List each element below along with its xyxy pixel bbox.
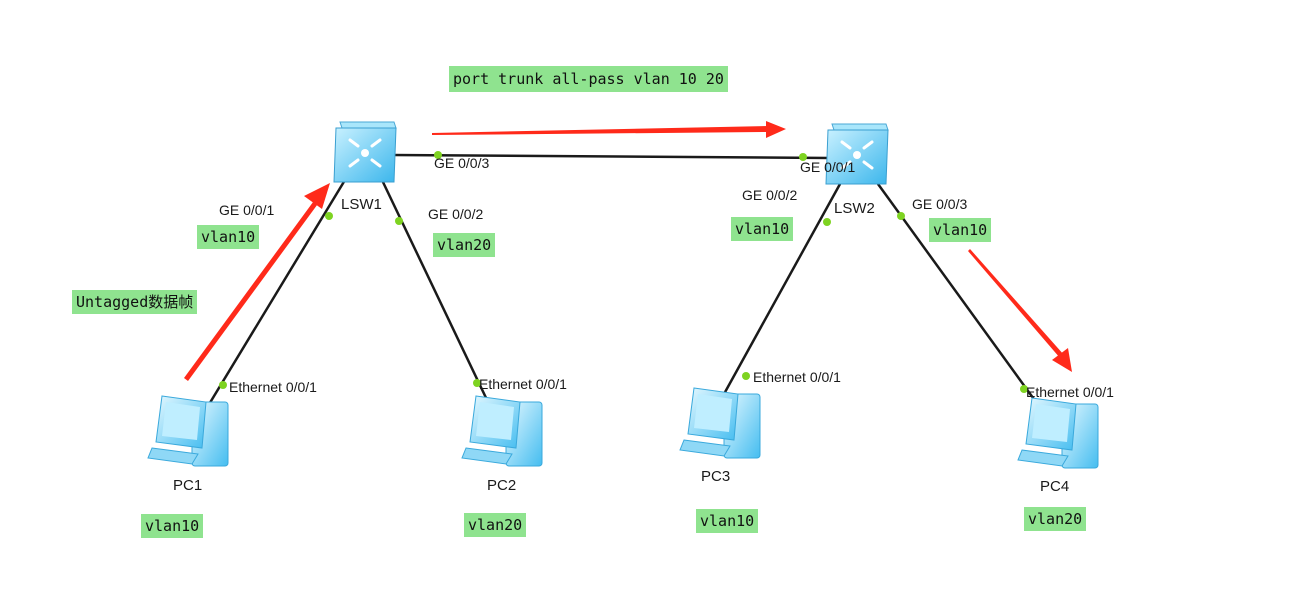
link-sw1-sw2 — [391, 153, 831, 160]
arrow-sw2-to-pc4 — [968, 249, 1072, 372]
switch-name-lsw2: LSW2 — [834, 200, 875, 217]
vlan-tag-pc1: vlan10 — [141, 514, 204, 538]
port-label-pc3: Ethernet 0/0/1 — [753, 369, 841, 385]
pc-name-pc3: PC3 — [701, 468, 731, 485]
switch-name-lsw1: LSW1 — [341, 196, 382, 213]
port-dot-sw1-g1 — [325, 212, 333, 220]
pc-icon[interactable] — [461, 395, 543, 467]
port-label-pc2: Ethernet 0/0/1 — [479, 376, 567, 392]
port-label-pc1: Ethernet 0/0/1 — [229, 379, 317, 395]
vlan-tag-pc4: vlan20 — [1024, 507, 1087, 531]
port-dot-sw1-g2 — [395, 217, 403, 225]
switch-icon[interactable] — [333, 121, 397, 183]
link-sw2-pc4 — [876, 183, 1038, 403]
vlan-tag-sw1-g2: vlan20 — [433, 233, 496, 257]
link-sw1-pc1 — [206, 179, 347, 407]
port-dot-pc1 — [219, 381, 227, 389]
port-dot-sw1-g3 — [434, 151, 442, 159]
port-label-pc4: Ethernet 0/0/1 — [1026, 384, 1114, 400]
arrow-sw1-to-sw2 — [432, 121, 786, 138]
pc-icon[interactable] — [147, 395, 229, 467]
vlan-tag-pc3: vlan10 — [696, 509, 759, 533]
untagged-frame-note: Untagged数据帧 — [72, 290, 198, 314]
port-label-sw1-g2: GE 0/0/2 — [428, 206, 484, 222]
pc-name-pc2: PC2 — [487, 477, 517, 494]
pc-name-pc1: PC1 — [173, 477, 203, 494]
port-label-sw2-g1: GE 0/0/1 — [800, 159, 856, 175]
port-label-sw2-g3: GE 0/0/3 — [912, 196, 968, 212]
port-dot-pc4 — [1020, 385, 1028, 393]
port-dot-pc3 — [742, 372, 750, 380]
pc-name-pc4: PC4 — [1040, 478, 1070, 495]
vlan-tag-sw2-g3: vlan10 — [929, 218, 992, 242]
pc-icon[interactable] — [679, 387, 761, 459]
port-label-sw1-g3: GE 0/0/3 — [434, 155, 490, 171]
trunk-command-note: port trunk all-pass vlan 10 20 — [449, 66, 728, 92]
pc-icon[interactable] — [1017, 397, 1099, 469]
switch-icon[interactable] — [825, 123, 889, 185]
link-sw2-pc3 — [722, 183, 842, 395]
port-label-sw1-g1: GE 0/0/1 — [219, 202, 275, 218]
arrow-pc1-to-sw1 — [184, 183, 330, 381]
vlan-tag-sw1-g1: vlan10 — [197, 225, 260, 249]
port-dot-sw2-g3 — [897, 212, 905, 220]
port-dot-pc2 — [473, 379, 481, 387]
link-sw1-pc2 — [380, 179, 490, 403]
port-label-sw2-g2: GE 0/0/2 — [742, 187, 798, 203]
vlan-tag-sw2-g2: vlan10 — [731, 217, 794, 241]
vlan-tag-pc2: vlan20 — [464, 513, 527, 537]
port-dot-sw2-g2 — [823, 218, 831, 226]
port-dot-sw2-g1 — [799, 153, 807, 161]
